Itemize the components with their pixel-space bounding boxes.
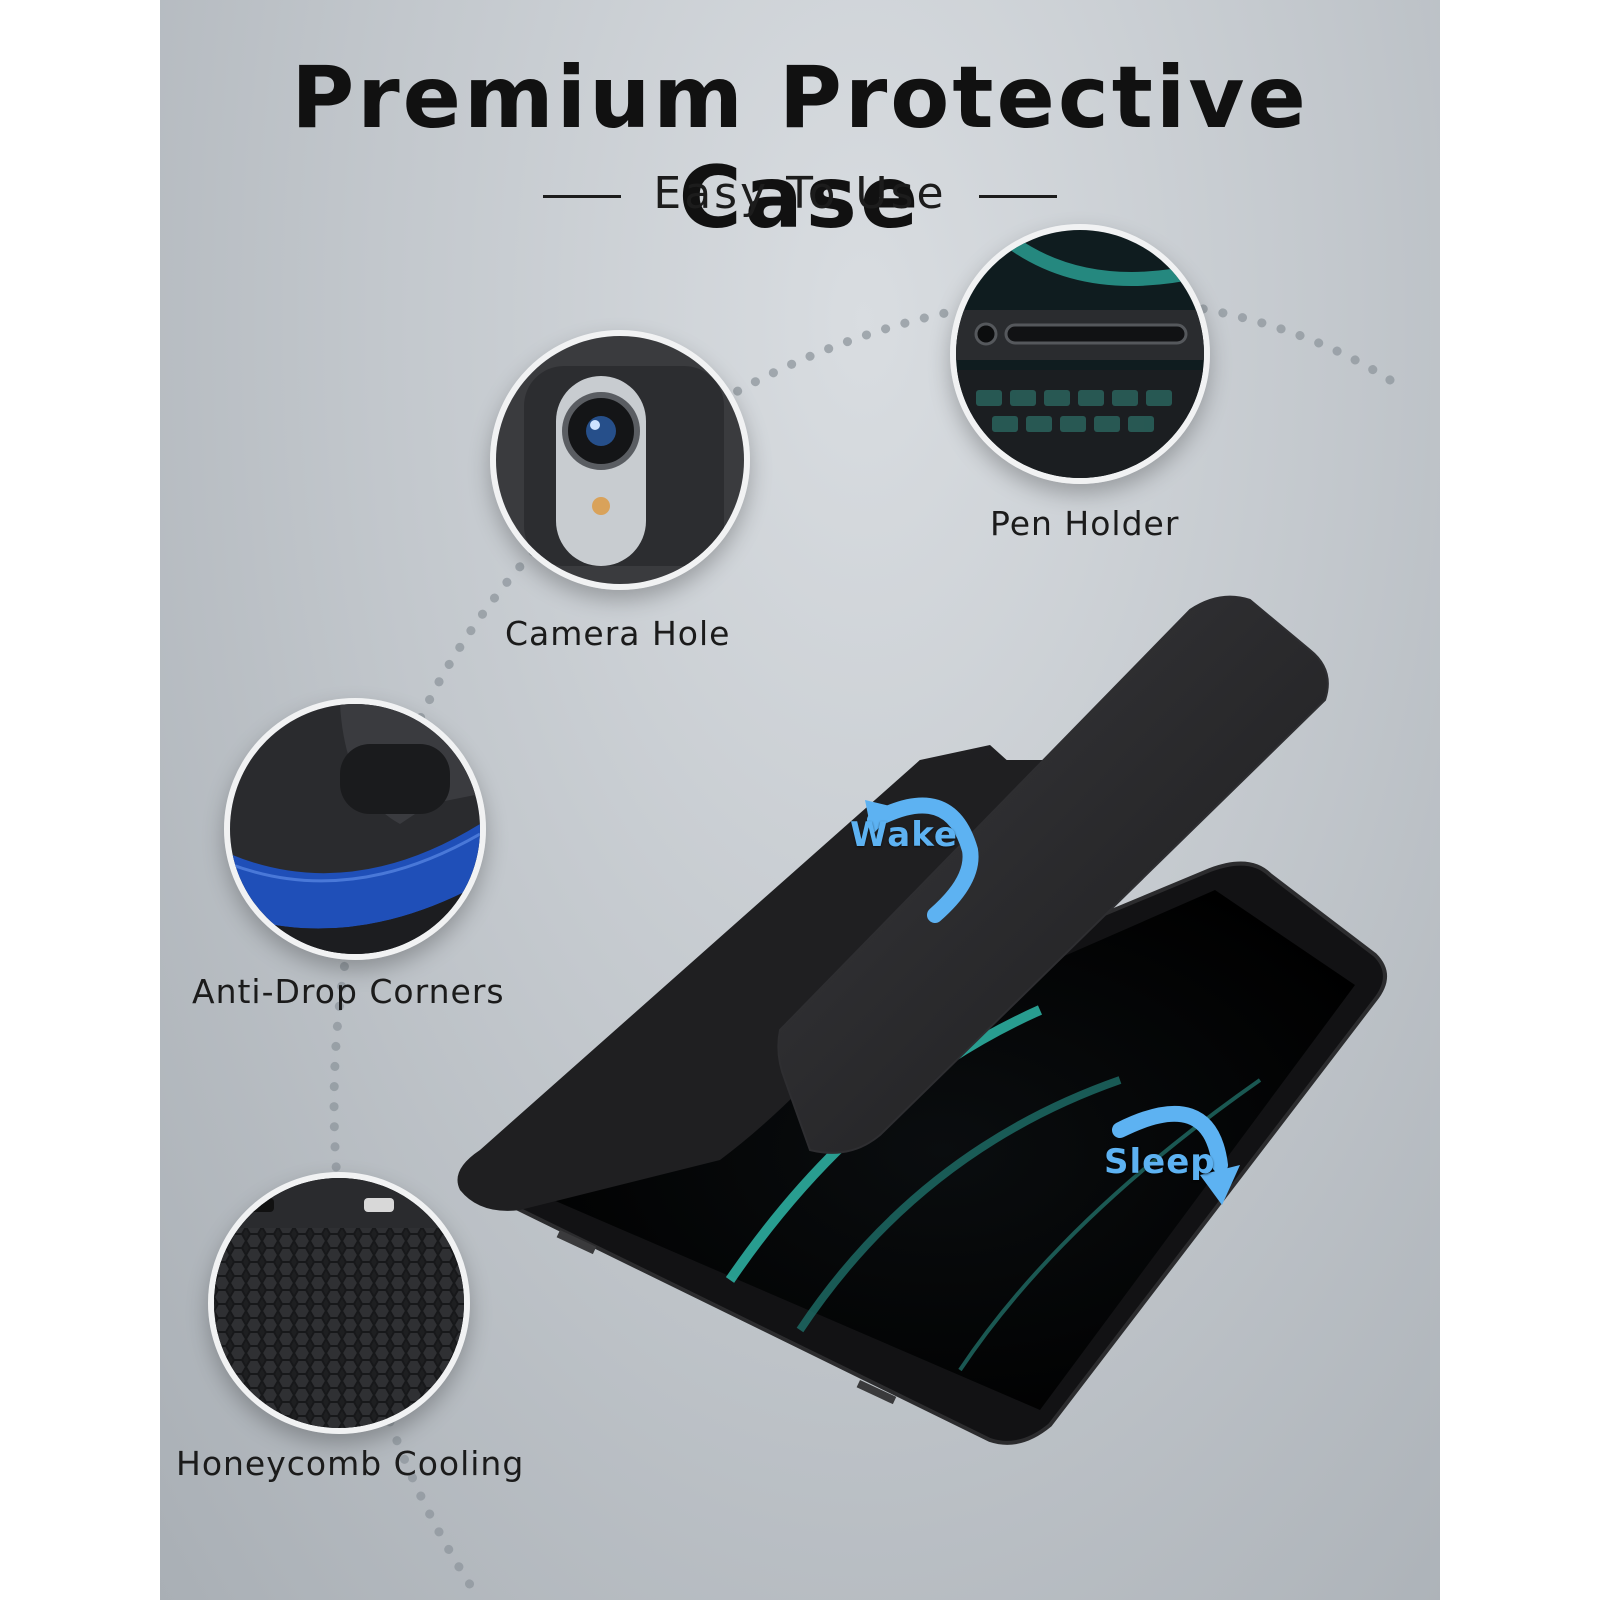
pen-slot-icon — [1004, 323, 1188, 345]
arrow-wake-head — [865, 800, 898, 835]
subtitle-rule-left — [543, 194, 622, 198]
page-title: Premium Protective Case — [291, 48, 1309, 248]
promo-panel: Premium Protective Case Easy To Use Came… — [160, 0, 1440, 1600]
side-button — [856, 1380, 897, 1405]
pen-holder-label: Pen Holder — [990, 504, 1180, 543]
sleep-label: Sleep — [1104, 1142, 1216, 1182]
cover-flap — [777, 595, 1329, 1154]
honeycomb-bubble — [208, 1172, 470, 1434]
anti-drop-bubble — [224, 698, 486, 960]
wallpaper-arc — [796, 1076, 1122, 1333]
arrow-sleep-head — [1200, 1165, 1240, 1205]
tablet-case-illustration — [457, 595, 1387, 1445]
arrow-sleep-icon — [1112, 1105, 1228, 1173]
arrow-wake-icon — [867, 797, 979, 923]
honeycomb-label: Honeycomb Cooling — [176, 1444, 525, 1483]
wake-label: Wake — [850, 815, 958, 855]
pen-holder-bubble — [950, 224, 1210, 484]
camera-hole-label: Camera Hole — [505, 614, 731, 653]
anti-drop-label: Anti-Drop Corners — [192, 972, 505, 1011]
subtitle-rule-right — [978, 194, 1057, 198]
tablet-screen — [530, 890, 1355, 1410]
subtitle-text: Easy To Use — [653, 168, 947, 219]
side-button — [556, 1230, 597, 1255]
flash-icon — [592, 497, 610, 515]
camera-hole-bubble — [490, 330, 750, 590]
subtitle: Easy To Use — [160, 168, 1440, 219]
